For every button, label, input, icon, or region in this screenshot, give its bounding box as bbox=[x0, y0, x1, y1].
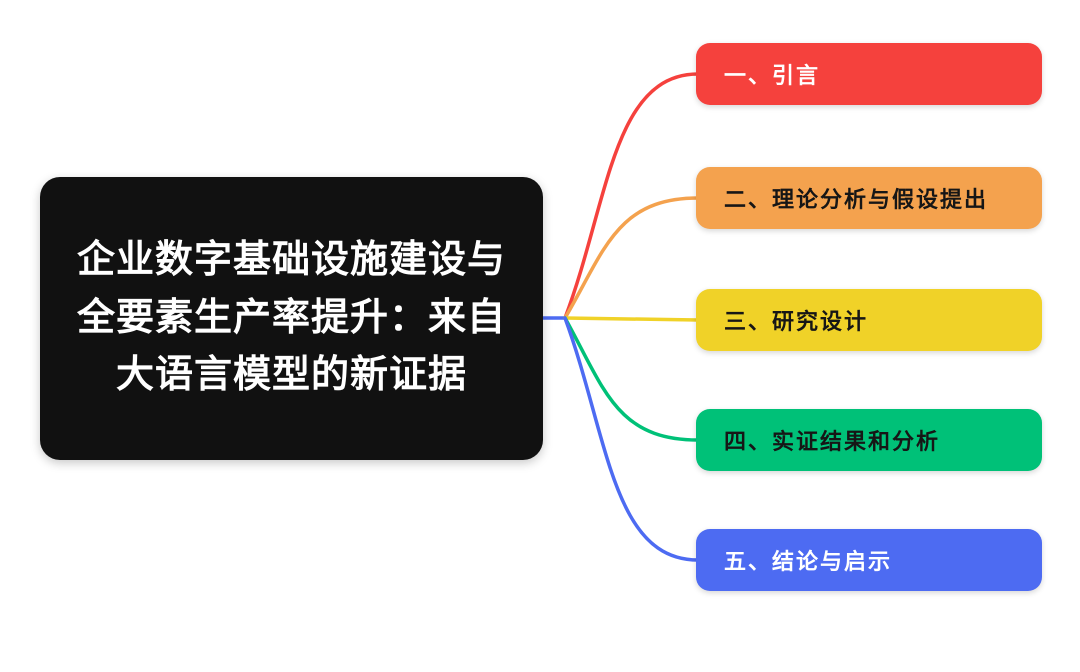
connector-branch-conclusion bbox=[563, 316, 700, 562]
central-topic-node[interactable]: 企业数字基础设施建设与全要素生产率提升：来自大语言模型的新证据 bbox=[40, 177, 543, 460]
branch-label-conclusion: 五、结论与启示 bbox=[724, 549, 893, 574]
central-topic-title: 企业数字基础设施建设与全要素生产率提升：来自大语言模型的新证据 bbox=[76, 238, 506, 397]
branch-node-empirical-results[interactable]: 四、实证结果和分析 bbox=[696, 409, 1042, 471]
branch-label-introduction: 一、引言 bbox=[724, 63, 821, 88]
connector-branch-empirical-results bbox=[563, 316, 700, 442]
branch-node-conclusion[interactable]: 五、结论与启示 bbox=[696, 529, 1042, 591]
branch-label-research-design: 三、研究设计 bbox=[724, 309, 869, 334]
branch-node-theory[interactable]: 二、理论分析与假设提出 bbox=[696, 167, 1042, 229]
connector-branch-introduction bbox=[563, 72, 700, 320]
connector-branch-theory bbox=[563, 196, 700, 320]
branch-node-research-design[interactable]: 三、研究设计 bbox=[696, 289, 1042, 351]
branch-label-theory: 二、理论分析与假设提出 bbox=[724, 187, 989, 212]
branch-node-introduction[interactable]: 一、引言 bbox=[696, 43, 1042, 105]
connector-branch-research-design bbox=[563, 316, 700, 322]
branch-label-empirical-results: 四、实证结果和分析 bbox=[724, 429, 941, 454]
